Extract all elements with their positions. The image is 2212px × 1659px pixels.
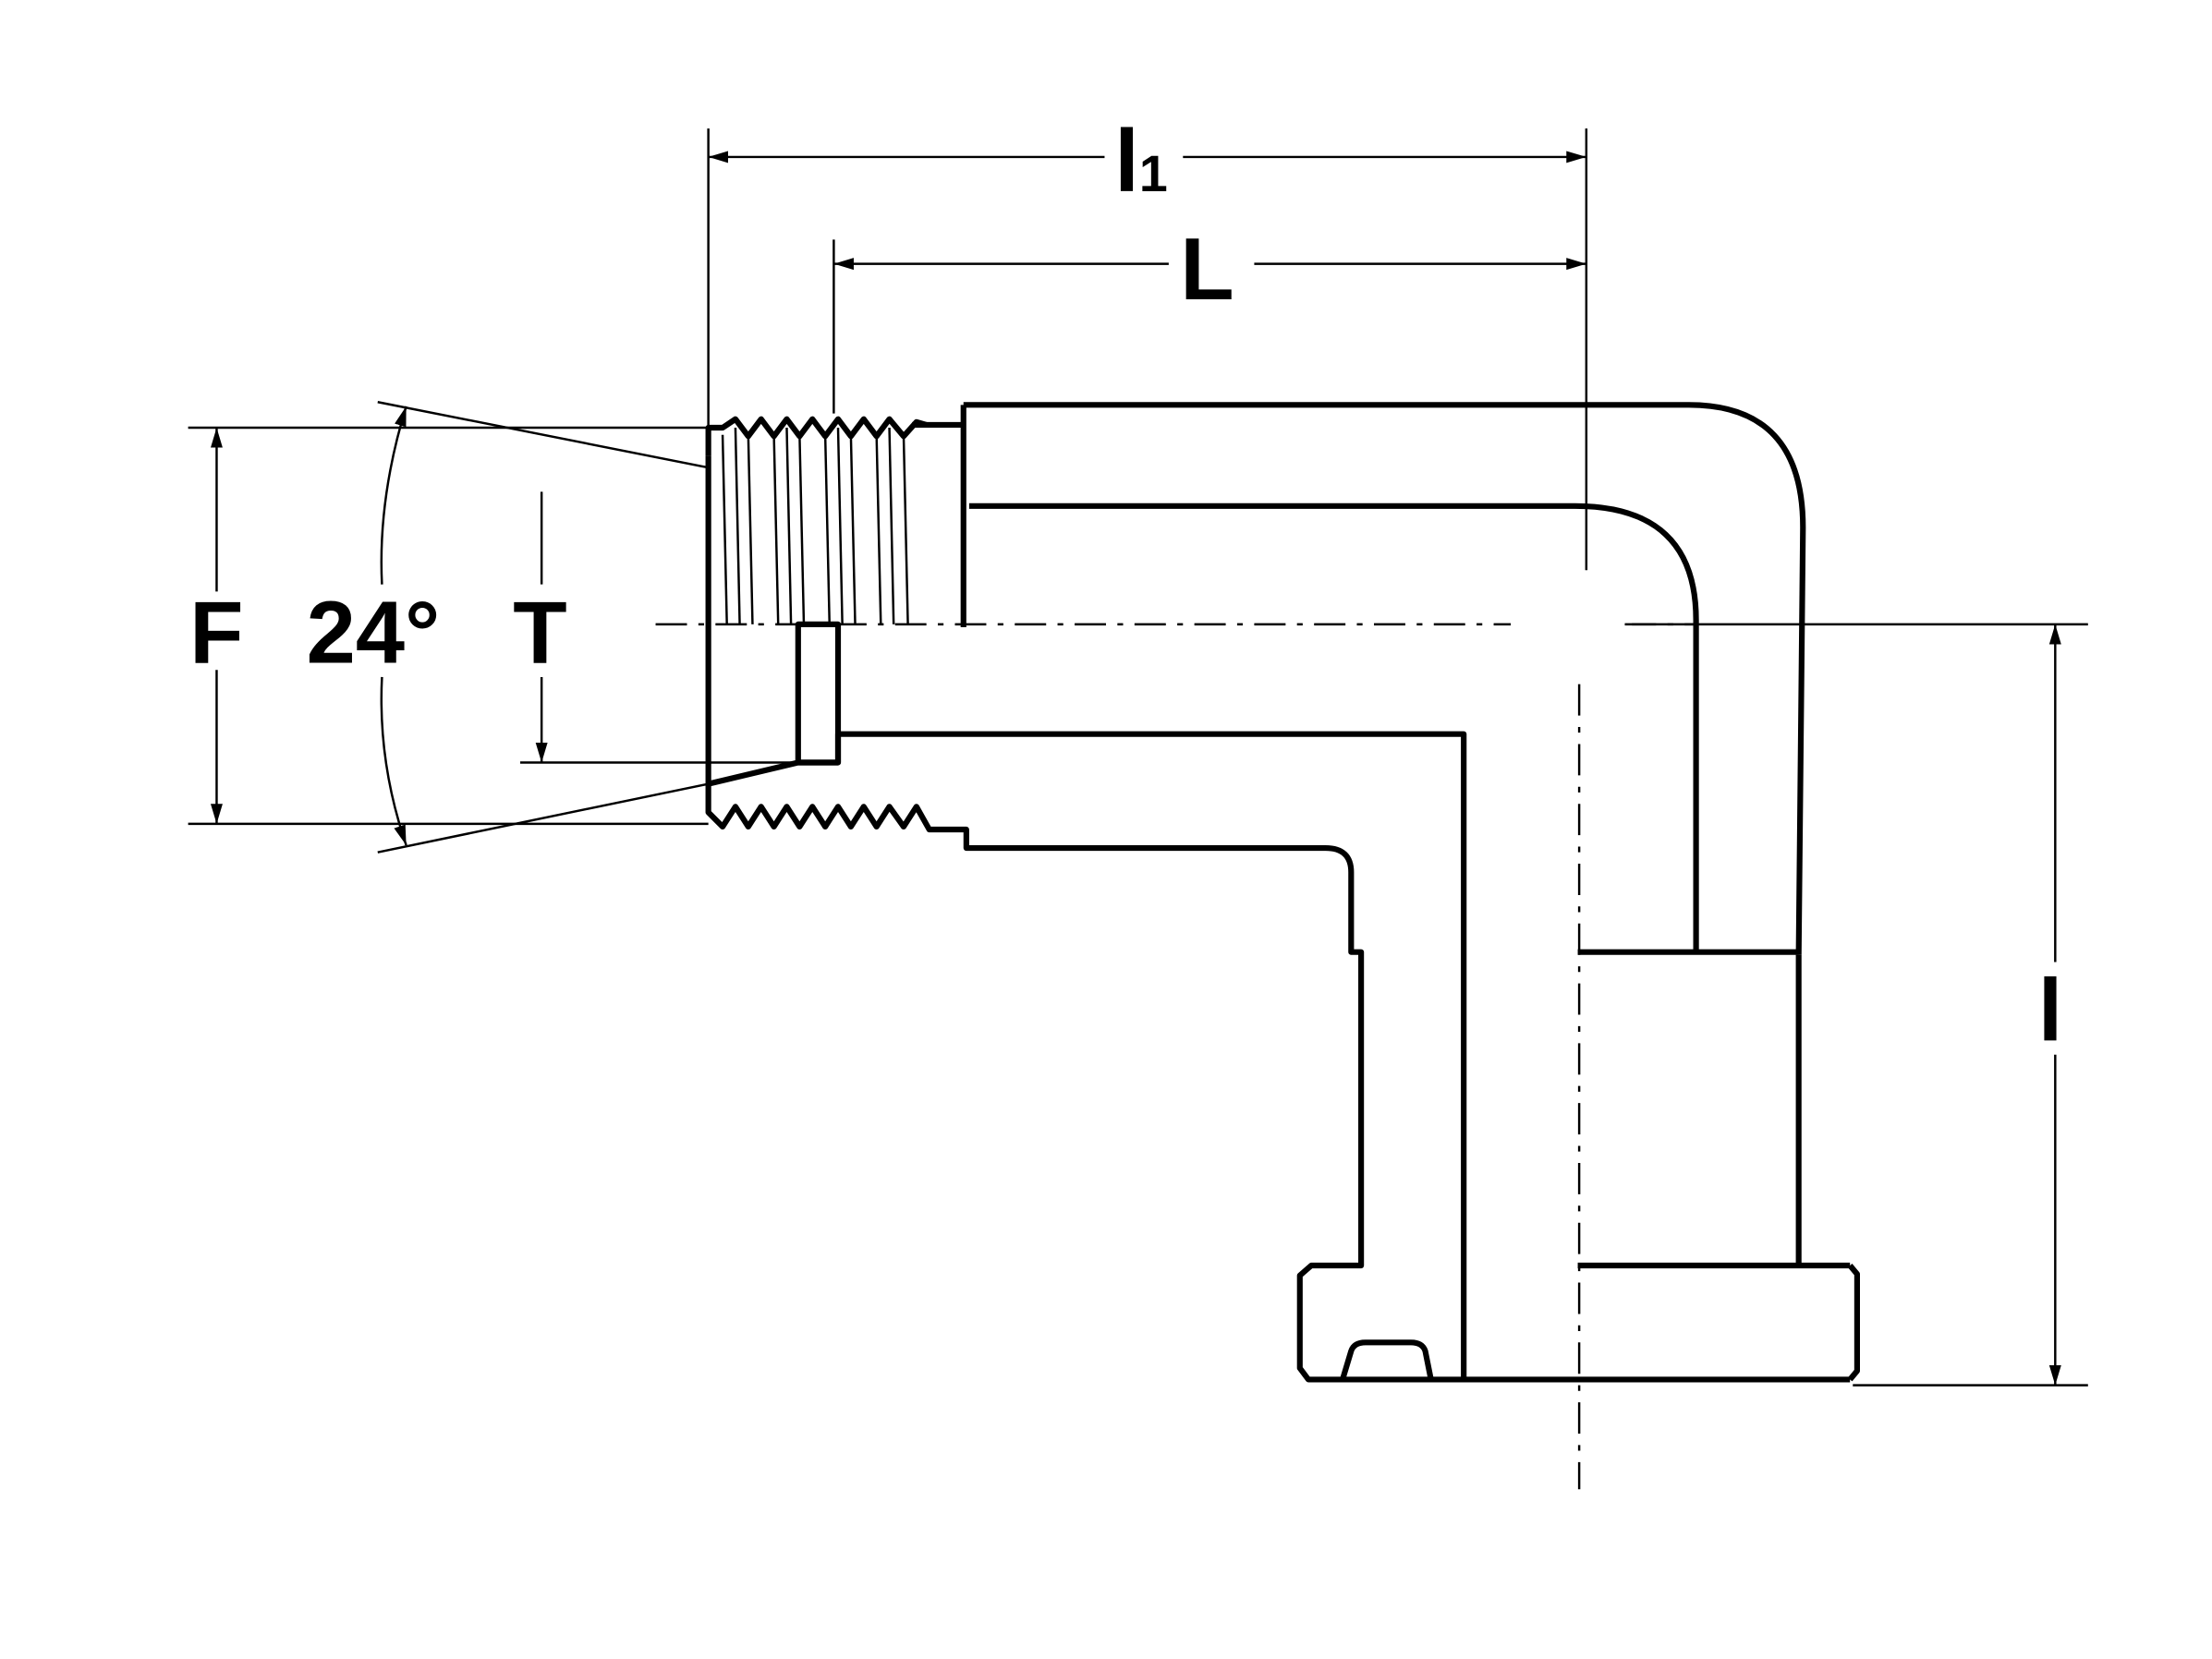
label-angle: 24° — [307, 584, 441, 683]
label-T: T — [513, 584, 566, 683]
label-l1: l1 — [1114, 112, 1167, 211]
dimensions — [188, 128, 2088, 1387]
centerlines — [655, 623, 1696, 1490]
body-outline — [912, 402, 1860, 1383]
section-hatched — [705, 731, 1467, 1383]
seal-groove — [1340, 1339, 1434, 1381]
label-l: l — [2038, 961, 2063, 1060]
thread — [705, 416, 928, 784]
label-L: L — [1180, 220, 1234, 319]
label-F: F — [189, 584, 243, 683]
